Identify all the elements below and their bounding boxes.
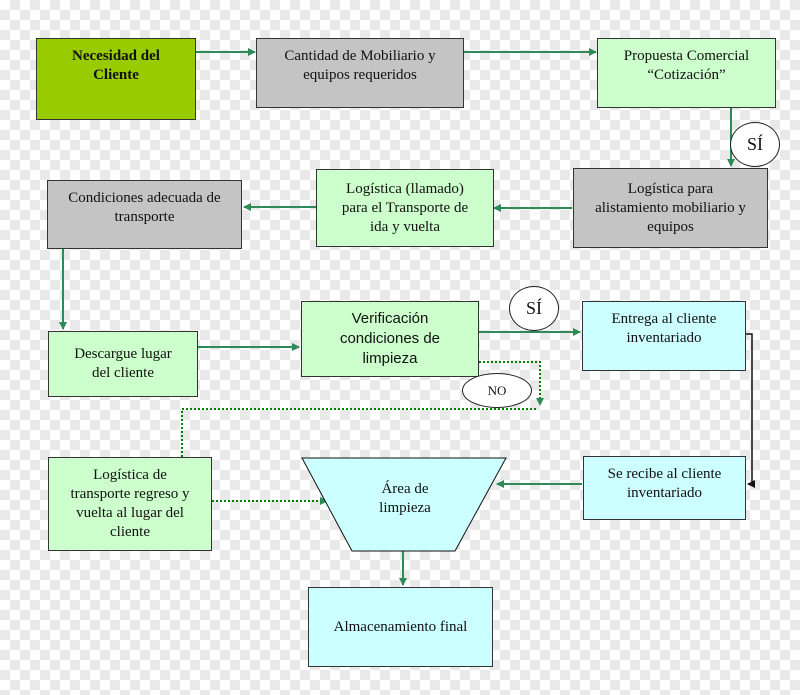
node-descargue-lugar: Descargue lugar del cliente [48,331,198,397]
node-logistica-regreso: Logística de transporte regreso y vuelta… [48,457,212,551]
funnel-area-limpieza [301,457,507,552]
node-recibe-cliente: Se recibe al cliente inventariado [583,456,746,520]
node-condiciones-transporte: Condiciones adecuada de transporte [47,180,242,249]
node-verificacion-limpieza: Verificación condiciones de limpieza [301,301,479,377]
decision-no-label: NO [487,382,507,398]
node-almacenamiento-final: Almacenamiento final [308,587,493,667]
decision-si-top: SÍ [730,122,780,167]
node-necesidad-del-cliente: Necesidad del Cliente [36,38,196,120]
decision-no: NO [462,373,532,408]
decision-si-mid-label: SÍ [525,298,542,318]
node-entrega-cliente: Entrega al cliente inventariado [582,301,746,371]
node-logistica-alistamiento: Logística para alistamiento mobiliario y… [573,168,768,248]
node-logistica-transporte: Logística (llamado) para el Transporte d… [316,169,494,247]
node-propuesta-comercial: Propuesta Comercial “Cotización” [597,38,776,108]
dotted-no-branch [479,361,544,406]
decision-si-mid: SÍ [509,286,559,331]
decision-si-top-label: SÍ [746,134,763,154]
node-cantidad-mobiliario: Cantidad de Mobiliario y equipos requeri… [256,38,464,108]
dotted-to-regreso [181,408,536,458]
arrow-entrega-recibe [746,333,755,488]
node-area-limpieza-label: Área de limpieza [379,481,431,516]
